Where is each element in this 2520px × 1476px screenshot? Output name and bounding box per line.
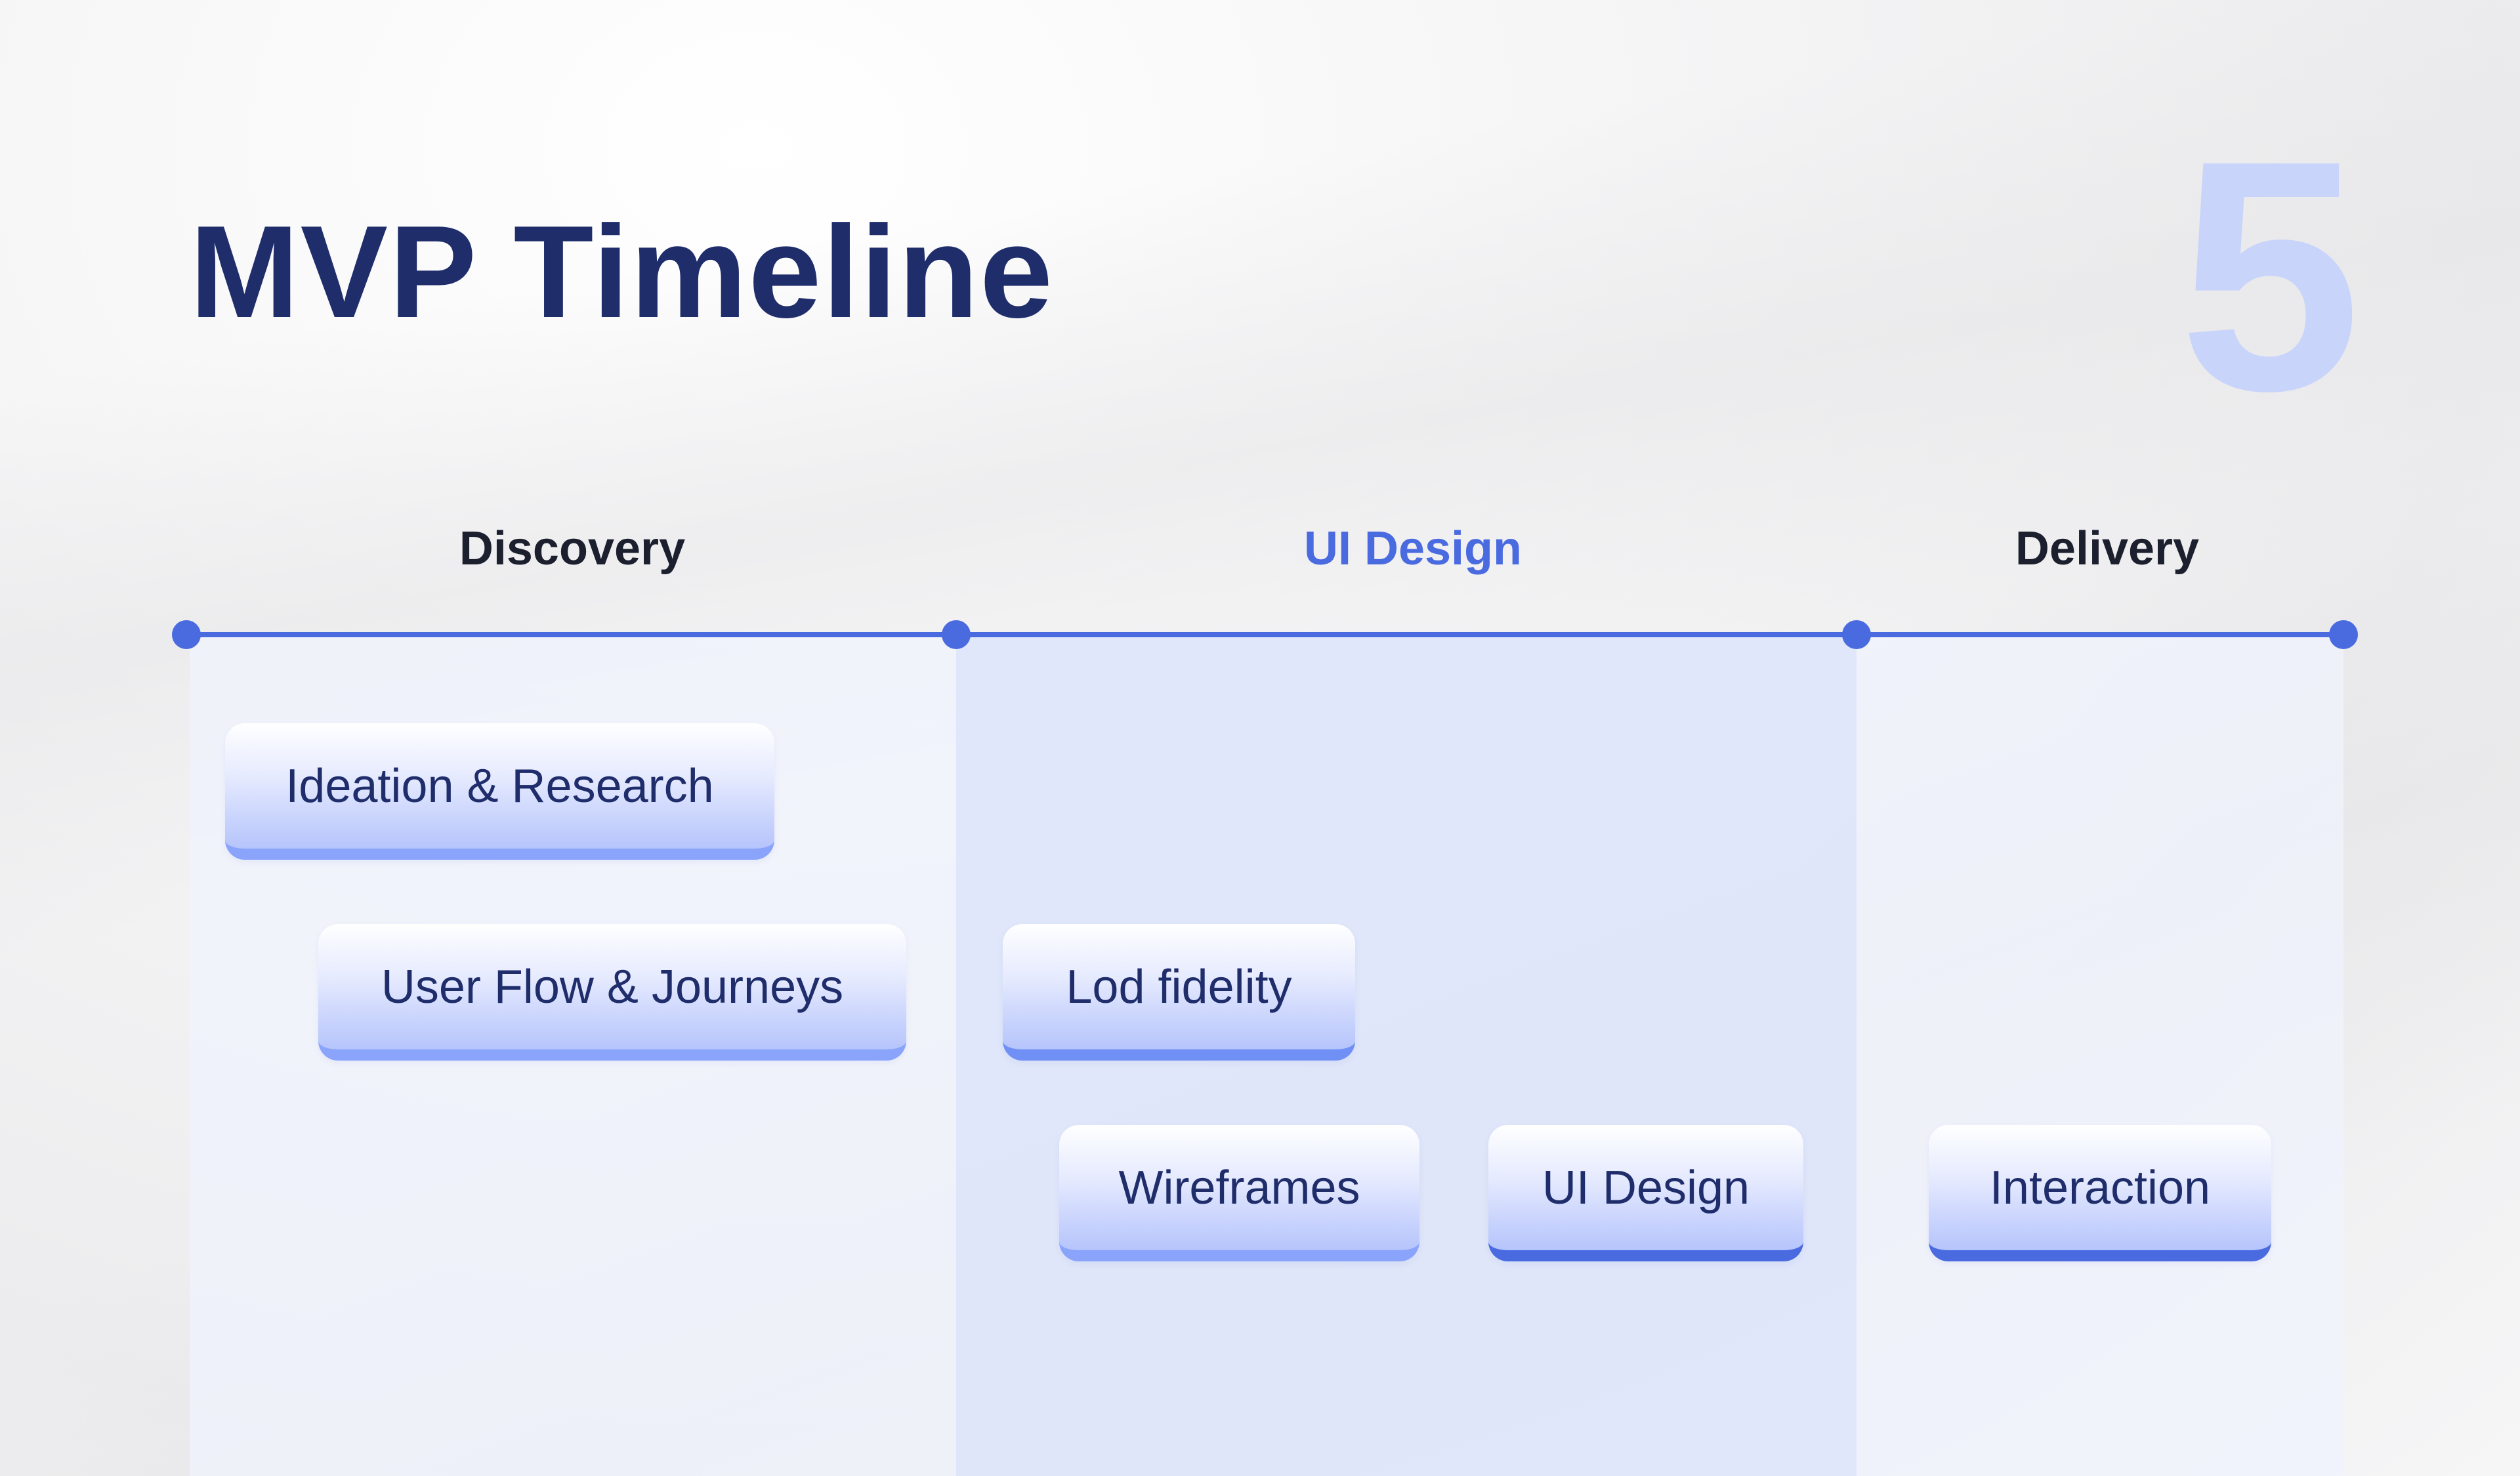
task-card-user-flow-journeys: User Flow & Journeys <box>318 924 906 1061</box>
timeline-milestone-dot <box>172 620 201 649</box>
page-title: MVP Timeline <box>190 199 1055 345</box>
task-card-ideation-research: Ideation & Research <box>225 723 774 860</box>
phase-column-delivery <box>1857 635 2343 1476</box>
timeline-milestone-dot <box>1842 620 1871 649</box>
phase-label-discovery: Discovery <box>459 522 686 575</box>
slide-number: 5 <box>2179 92 2362 459</box>
timeline-line <box>186 632 2343 637</box>
timeline-milestone-dot <box>942 620 971 649</box>
task-card-interaction: Interaction <box>1929 1125 2271 1261</box>
phase-label-delivery: Delivery <box>2015 522 2200 575</box>
task-card-ui-design: UI Design <box>1488 1125 1803 1261</box>
task-card-lod-fidelity: Lod fidelity <box>1003 924 1355 1061</box>
phase-label-ui-design: UI Design <box>1303 522 1522 575</box>
timeline-milestone-dot <box>2329 620 2358 649</box>
task-card-wireframes: Wireframes <box>1059 1125 1419 1261</box>
